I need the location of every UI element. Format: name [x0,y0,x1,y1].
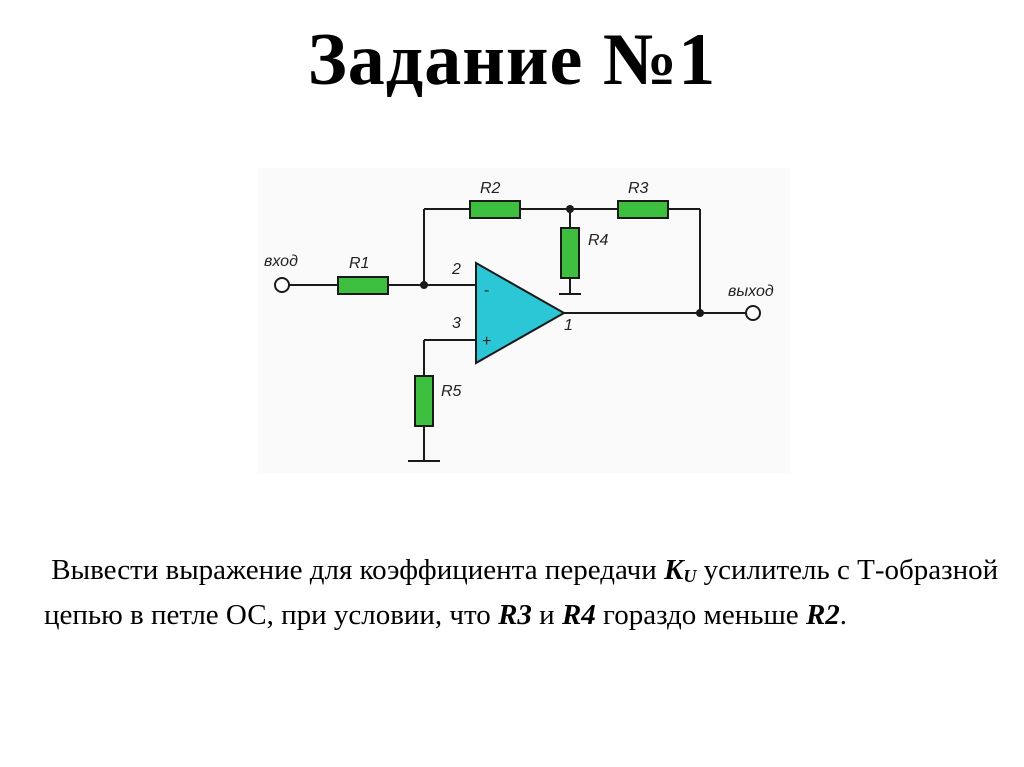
k-subscript: U [683,566,697,586]
circuit-svg: вход выход R1 R2 R3 R4 R5 2 3 1 - + [264,180,774,462]
task-part1: Вывести выражение для коэффициента перед… [51,554,665,586]
label-plus: + [482,333,491,350]
label-pin1: 1 [564,317,573,334]
resistor-r5 [414,375,434,427]
label-r4: R4 [588,232,609,249]
task-part5: . [839,599,848,631]
resistor-r1 [337,276,389,295]
label-pin3: 3 [452,315,461,332]
k-symbol: KU [664,554,697,586]
task-part3: и [531,599,562,631]
opamp-triangle [475,261,567,365]
resistor-r2 [469,200,521,219]
junction-node-t [566,205,574,213]
opamp-circuit-diagram: вход выход R1 R2 R3 R4 R5 2 3 1 - + [258,168,790,473]
task-r4: R4 [561,599,596,631]
task-text: Вывести выражение для коэффициента перед… [44,548,1004,638]
junction-node-out [696,309,704,317]
label-pin2: 2 [451,261,461,278]
slide-title: Задание №1 [307,19,717,101]
resistor-r4 [560,227,580,279]
label-input: вход [264,253,298,270]
label-minus: - [484,282,489,299]
label-r3: R3 [628,180,649,197]
label-r1: R1 [349,255,369,272]
input-terminal [274,277,290,293]
resistor-r3 [617,200,669,219]
task-part4: гораздо меньше [595,599,806,631]
task-r2: R2 [805,599,840,631]
label-r2: R2 [480,180,501,197]
junction-node-inv [420,281,428,289]
task-part2: усилитель с Т-образной цепью в петле ОС,… [44,554,999,631]
label-r5: R5 [441,383,462,400]
label-output: выход [728,283,774,300]
task-r3: R3 [498,599,532,631]
output-terminal [745,305,761,321]
